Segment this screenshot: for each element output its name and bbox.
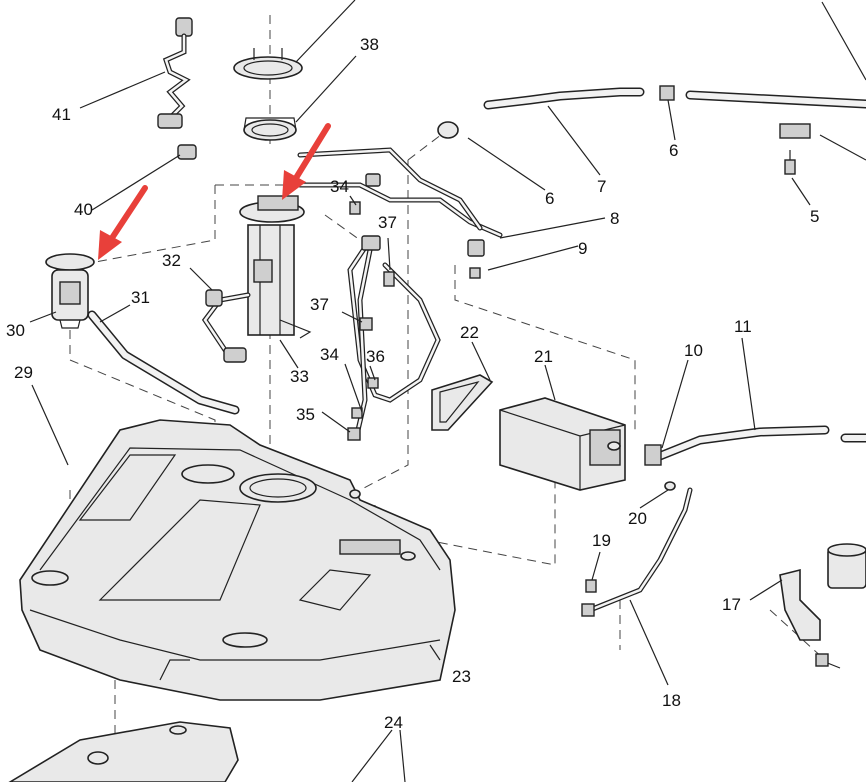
callout-20: 20 xyxy=(628,509,647,528)
callout-29: 29 xyxy=(14,363,33,382)
callout-23: 23 xyxy=(452,667,471,686)
callout-40: 40 xyxy=(74,200,93,219)
callout-41: 41 xyxy=(52,105,71,124)
callout-31: 31 xyxy=(131,288,150,307)
connector-40 xyxy=(177,144,197,160)
callout-22: 22 xyxy=(460,323,479,342)
callout-34a: 34 xyxy=(330,177,349,196)
canister-bracket xyxy=(431,374,494,431)
callout-32: 32 xyxy=(162,251,181,270)
callout-7: 7 xyxy=(597,177,606,196)
callout-11: 11 xyxy=(734,317,752,336)
highlight-arrowhead-sender xyxy=(98,230,122,260)
callout-8: 8 xyxy=(610,209,619,228)
callout-37b: 37 xyxy=(310,295,329,314)
callout-9: 9 xyxy=(578,239,587,258)
vent-hose xyxy=(437,85,866,175)
callout-38: 38 xyxy=(360,35,379,54)
callout-35: 35 xyxy=(296,405,315,424)
callout-24: 24 xyxy=(384,713,403,732)
callout-6a: 6 xyxy=(545,189,554,208)
callout-labels: 41 38 37 34 32 31 30 29 40 33 37 34 36 3… xyxy=(6,35,819,732)
fuel-pump-module xyxy=(201,195,312,363)
lock-ring xyxy=(233,48,303,80)
callout-5: 5 xyxy=(810,207,819,226)
callout-34b: 34 xyxy=(320,345,339,364)
callout-10: 10 xyxy=(684,341,703,360)
tank-shield xyxy=(8,721,239,782)
highlight-arrow-sender xyxy=(109,185,148,241)
callout-18: 18 xyxy=(662,691,681,710)
highlight-arrowhead-pump-module xyxy=(282,170,306,200)
fuel-feed-lines xyxy=(297,147,503,441)
canister-mount-bracket xyxy=(779,543,866,669)
callout-19: 19 xyxy=(592,531,611,550)
callout-30: 30 xyxy=(6,321,25,340)
secondary-fuel-sender xyxy=(45,253,95,329)
highlight-arrows xyxy=(98,123,331,260)
callout-6b: 6 xyxy=(669,141,678,160)
callout-33: 33 xyxy=(290,367,309,386)
leader-lines xyxy=(29,0,866,782)
callout-21: 21 xyxy=(534,347,553,366)
evap-canister xyxy=(499,397,626,491)
callout-37a: 37 xyxy=(378,213,397,232)
evap-hose xyxy=(644,425,866,466)
wiring-harness xyxy=(157,17,193,129)
highlight-arrow-pump-module xyxy=(293,123,331,181)
callout-36: 36 xyxy=(366,347,385,366)
callout-17: 17 xyxy=(722,595,741,614)
crossover-tube xyxy=(87,310,240,415)
vent-line xyxy=(581,481,693,617)
seal-ring xyxy=(243,117,297,141)
fuel-tank xyxy=(19,419,456,701)
